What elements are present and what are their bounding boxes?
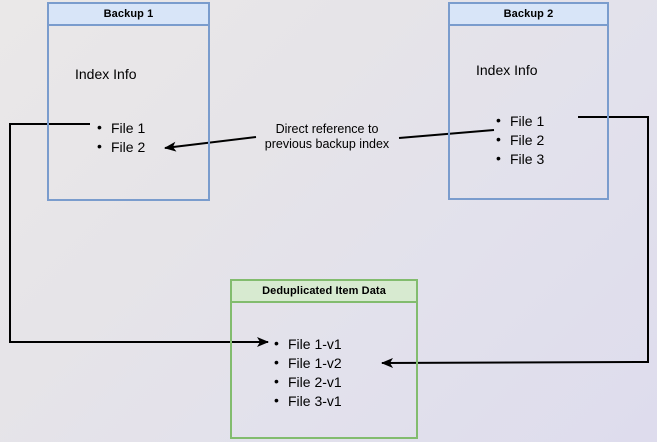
- node-backup-2-header: Backup 2: [450, 4, 607, 26]
- node-backup-1-header: Backup 1: [49, 4, 208, 26]
- node-backup-2-subtitle: Index Info: [476, 62, 538, 78]
- node-backup-1-file-list: File 1 File 2: [97, 118, 145, 157]
- node-dedup-header: Deduplicated Item Data: [232, 281, 416, 303]
- list-item: File 2: [97, 137, 145, 157]
- list-item: File 1-v1: [274, 334, 342, 354]
- node-backup-1-subtitle: Index Info: [75, 66, 137, 82]
- node-deduplicated-item-data[interactable]: Deduplicated Item Data File 1-v1 File 1-…: [230, 279, 418, 439]
- node-backup-1[interactable]: Backup 1 Index Info File 1 File 2: [47, 2, 210, 201]
- node-backup-2-body: Index Info File 1 File 2 File 3: [450, 26, 607, 198]
- list-item: File 1: [97, 118, 145, 138]
- list-item: File 3-v1: [274, 391, 342, 411]
- node-backup-1-body: Index Info File 1 File 2: [49, 26, 208, 199]
- list-item: File 1: [496, 111, 544, 131]
- edge-label-direct-reference: Direct reference to previous backup inde…: [253, 122, 401, 152]
- edge-label-line-1: Direct reference to: [275, 122, 379, 136]
- node-backup-2[interactable]: Backup 2 Index Info File 1 File 2 File 3: [448, 2, 609, 200]
- list-item: File 1-v2: [274, 353, 342, 373]
- list-item: File 2: [496, 130, 544, 150]
- list-item: File 2-v1: [274, 372, 342, 392]
- node-backup-2-file-list: File 1 File 2 File 3: [496, 111, 544, 169]
- list-item: File 3: [496, 149, 544, 169]
- node-dedup-file-list: File 1-v1 File 1-v2 File 2-v1 File 3-v1: [274, 334, 342, 411]
- edge-label-line-2: previous backup index: [264, 137, 390, 151]
- node-dedup-body: File 1-v1 File 1-v2 File 2-v1 File 3-v1: [232, 303, 416, 437]
